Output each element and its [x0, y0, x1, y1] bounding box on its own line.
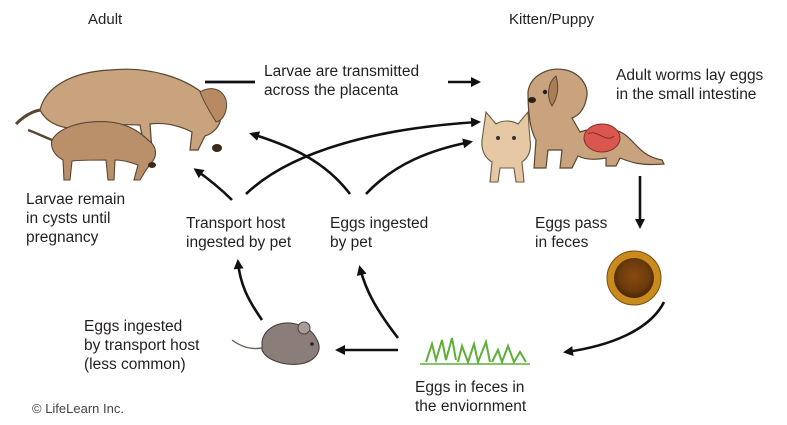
copyright: © LifeLearn Inc. [32, 401, 124, 416]
arrow-eggs-pet-to-adult [252, 134, 350, 194]
arrow-mouse-to-transport [238, 262, 262, 320]
kitten-illustration [482, 112, 531, 182]
label-adult-worms: Adult worms lay eggs in the small intest… [616, 66, 763, 104]
label-cysts: Larvae remain in cysts until pregnancy [26, 190, 125, 247]
header-kitten-puppy: Kitten/Puppy [509, 11, 594, 28]
arrow-transport-to-adult [196, 170, 232, 200]
arrow-egg-to-grass [566, 302, 664, 352]
arrow-grass-to-eggs-pet [360, 268, 398, 338]
label-eggs-transport: Eggs ingested by transport host (less co… [84, 317, 199, 374]
label-eggs-feces: Eggs pass in feces [535, 214, 607, 252]
young-dog-under-adult-illustration [28, 122, 156, 180]
arrow-eggs-pet-to-young [366, 142, 470, 194]
header-adult: Adult [88, 11, 122, 28]
grass-illustration [420, 338, 530, 364]
label-placenta: Larvae are transmitted across the placen… [264, 62, 419, 100]
arrow-transport-to-young [246, 122, 478, 194]
roundworm-egg-illustration [607, 251, 661, 305]
label-transport-ingested: Transport host ingested by pet [186, 214, 291, 252]
mouse-illustration [232, 322, 319, 364]
label-eggs-environment: Eggs in feces in the enviornment [415, 378, 526, 416]
label-eggs-ingested-pet: Eggs ingested by pet [330, 214, 428, 252]
